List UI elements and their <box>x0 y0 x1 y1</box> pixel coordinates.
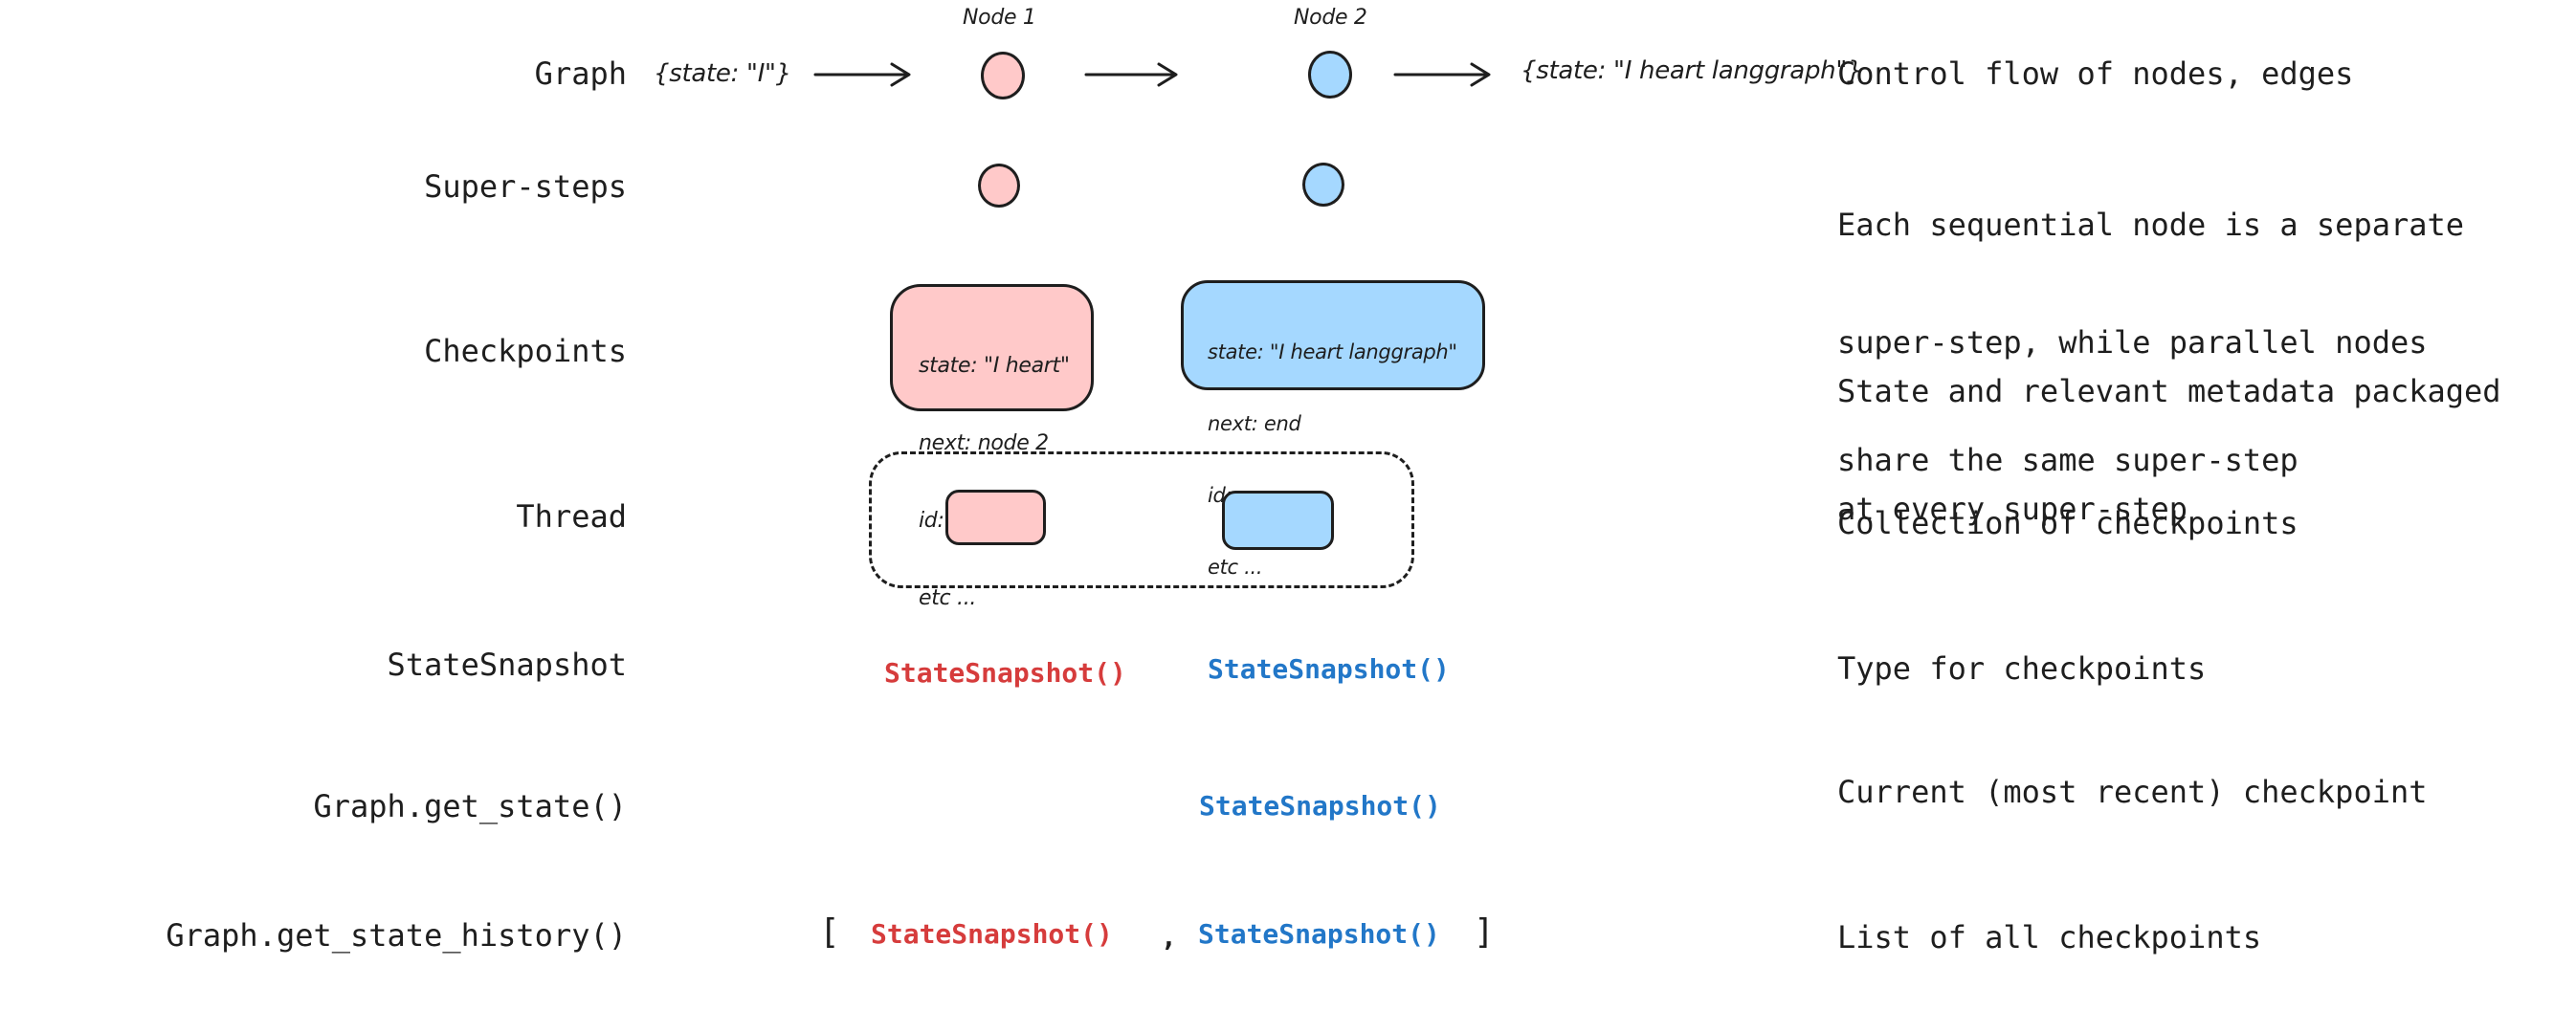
row-label-get-state-history: Graph.get_state_history() <box>166 917 627 954</box>
history-call-red: StateSnapshot() <box>871 918 1113 950</box>
row-label-graph: Graph <box>534 55 627 92</box>
description-supersteps: Each sequential node is a separate super… <box>1837 127 2464 559</box>
history-call-blue: StateSnapshot() <box>1198 918 1440 950</box>
description-thread: Collection of checkpoints <box>1837 505 2298 541</box>
row-label-statesnapshot: StateSnapshot <box>387 647 627 683</box>
get-state-result-call: StateSnapshot() <box>1199 790 1441 822</box>
arrow-icon <box>1084 62 1178 87</box>
row-label-get-state: Graph.get_state() <box>313 788 627 824</box>
description-supersteps-line3: share the same super-step <box>1837 442 2298 478</box>
node2-label: Node 2 <box>1294 6 1367 30</box>
graph-output-state-text: {state: "I heart langgraph"} <box>1521 56 1863 85</box>
checkpoint-pink-line2: next: node 2 <box>919 431 1049 455</box>
row-label-checkpoints: Checkpoints <box>424 333 627 369</box>
checkpoint-pink-box: state: "I heart" next: node 2 id: ... et… <box>890 284 1094 610</box>
row-label-thread: Thread <box>516 498 627 535</box>
history-close-bracket: ] <box>1474 912 1495 952</box>
arrow-icon <box>813 62 911 87</box>
checkpoint-blue-line4: etc ... <box>1208 556 1263 579</box>
checkpoint-pink-line1: state: "I heart" <box>919 354 1070 378</box>
history-open-bracket: [ <box>819 912 840 952</box>
graph-input-state-text: {state: "I"} <box>654 59 791 88</box>
description-get-state-history: List of all checkpoints <box>1837 919 2262 955</box>
description-supersteps-line2: super-step, while parallel nodes <box>1837 324 2428 361</box>
description-checkpoints-line2: at every super-step <box>1837 491 2188 527</box>
node-1-circle <box>981 52 1025 99</box>
statesnapshot-call-red: StateSnapshot() <box>884 657 1126 689</box>
node1-label: Node 1 <box>963 6 1036 30</box>
thread-checkpoint-pink <box>945 490 1046 545</box>
checkpoint-pink-line4: etc ... <box>919 586 977 610</box>
history-comma: , <box>1161 921 1177 953</box>
description-get-state: Current (most recent) checkpoint <box>1837 774 2428 810</box>
thread-boundary <box>869 451 1414 588</box>
superstep-2-circle <box>1302 163 1344 207</box>
superstep-1-circle <box>978 164 1020 208</box>
thread-checkpoint-blue <box>1222 491 1334 550</box>
arrow-icon <box>1393 62 1491 87</box>
statesnapshot-call-blue: StateSnapshot() <box>1208 653 1450 685</box>
description-statesnapshot: Type for checkpoints <box>1837 650 2207 687</box>
checkpoint-blue-box: state: "I heart langgraph" next: end id:… <box>1181 280 1485 579</box>
description-supersteps-line1: Each sequential node is a separate <box>1837 207 2465 243</box>
node-2-circle <box>1308 51 1352 99</box>
description-checkpoints-line1: State and relevant metadata packaged <box>1837 373 2501 409</box>
row-label-supersteps: Super-steps <box>424 168 627 205</box>
checkpoint-blue-line2: next: end <box>1208 412 1301 435</box>
description-checkpoints: State and relevant metadata packaged at … <box>1837 294 2501 607</box>
description-graph: Control flow of nodes, edges <box>1837 55 2354 92</box>
checkpoint-blue-line1: state: "I heart langgraph" <box>1208 340 1457 363</box>
